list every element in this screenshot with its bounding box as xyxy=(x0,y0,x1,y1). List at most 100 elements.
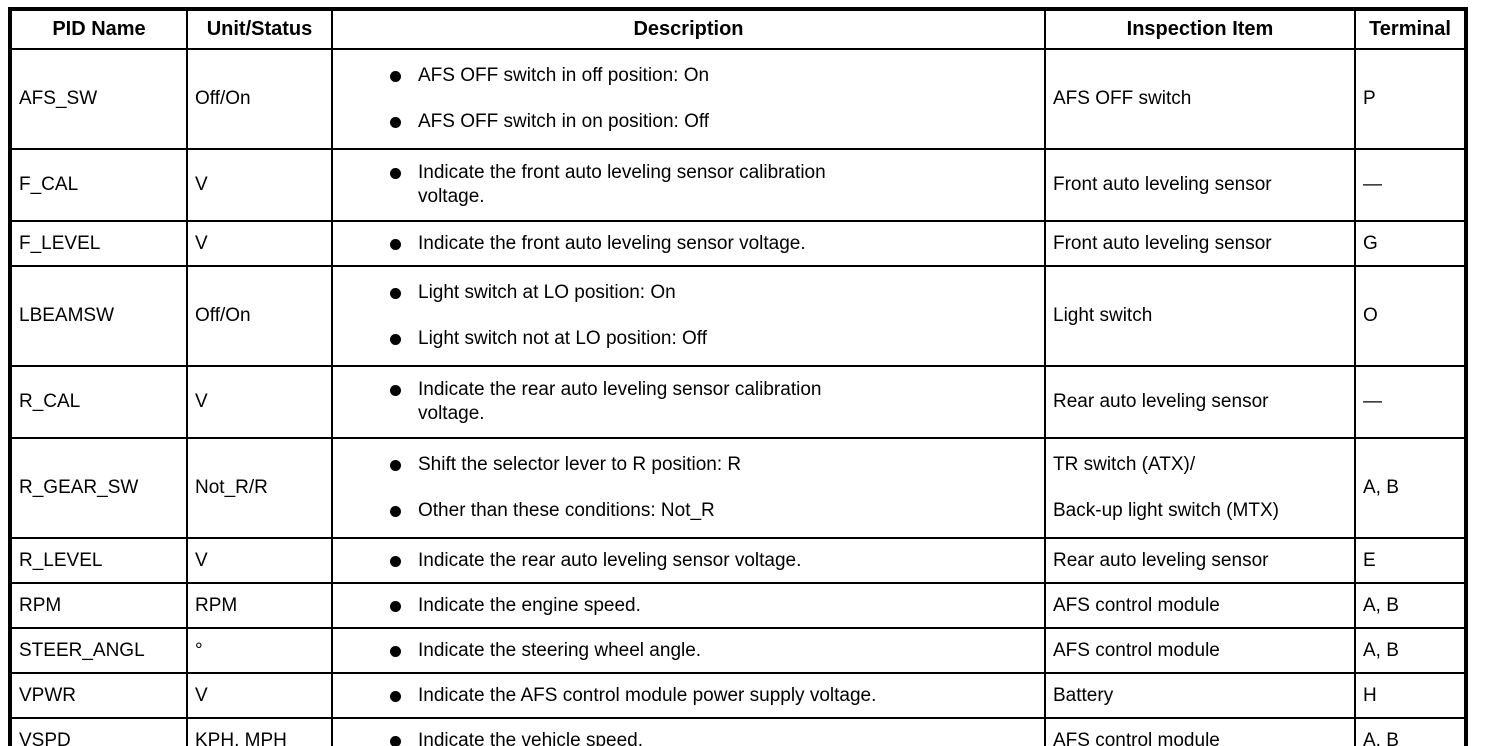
terminal-text: A, B xyxy=(1363,639,1399,661)
description-text: Light switch not at LO position: Off xyxy=(418,328,708,349)
description-cell: AFS OFF switch in off position: On AFS OF… xyxy=(331,48,1046,150)
inspection-item-text: TR switch (ATX)/ xyxy=(1053,454,1196,475)
pid-name-text: F_CAL xyxy=(19,174,79,195)
terminal-cell: H xyxy=(1354,672,1467,719)
terminal-cell: E xyxy=(1354,537,1467,584)
inspection-item-text: Back-up light switch (MTX) xyxy=(1053,500,1279,521)
pid-name-text: R_CAL xyxy=(19,391,81,412)
description-bullet-line: Light switch not at LO position: Off xyxy=(333,327,1040,351)
description-bullet-line: AFS OFF switch in on position: Off xyxy=(333,110,1040,134)
terminal-cell: P xyxy=(1354,48,1467,150)
table-row: F_CAL V Indicate the front auto leveling… xyxy=(9,148,1467,222)
description-text: Indicate the engine speed. xyxy=(418,594,641,616)
description-bullet-line: Other than these conditions: Not_R xyxy=(333,499,1040,523)
unit-status-cell: ° xyxy=(186,627,333,674)
unit-status-cell: Not_R/R xyxy=(186,437,333,539)
inspection-item-cell: Front auto leveling sensor xyxy=(1044,220,1356,267)
description-text: Indicate the rear auto leveling sensor v… xyxy=(418,549,802,571)
pid-name-cell: VSPD xyxy=(9,717,188,746)
terminal-cell: A, B xyxy=(1354,627,1467,674)
pid-name-text: VPWR xyxy=(19,684,76,706)
description-bullet-line: AFS OFF switch in off position: On xyxy=(333,64,1040,88)
pid-name-cell: VPWR xyxy=(9,672,188,719)
bullet-icon xyxy=(390,555,401,567)
col-header-pid-name: PID Name xyxy=(9,8,188,50)
terminal-cell: A, B xyxy=(1354,437,1467,539)
description-bullet-line: Indicate the front auto leveling sensor … xyxy=(333,232,1040,256)
inspection-item-text: AFS control module xyxy=(1053,594,1220,616)
bullet-icon xyxy=(390,385,401,396)
description-text: Light switch at LO position: On xyxy=(418,282,676,303)
pid-name-cell: R_CAL xyxy=(9,365,188,439)
bullet-icon xyxy=(390,645,401,657)
bullet-icon xyxy=(390,690,401,702)
bullet-icon xyxy=(390,334,401,345)
unit-status-text: V xyxy=(195,549,208,571)
inspection-item-text: Front auto leveling sensor xyxy=(1053,232,1272,254)
unit-status-cell: KPH, MPH xyxy=(186,717,333,746)
col-header-terminal: Terminal xyxy=(1354,8,1467,50)
terminal-cell: A, B xyxy=(1354,582,1467,629)
pid-name-text: LBEAMSW xyxy=(19,305,115,326)
inspection-item-text: AFS control module xyxy=(1053,729,1220,746)
unit-status-text: Off/On xyxy=(195,88,251,109)
unit-status-text: Not_R/R xyxy=(195,477,268,498)
terminal-cell: G xyxy=(1354,220,1467,267)
table-row: AFS_SW Off/On AFS OFF switch in off posi… xyxy=(9,48,1467,150)
unit-status-cell: V xyxy=(186,220,333,267)
terminal-text: H xyxy=(1363,684,1377,706)
terminal-cell: O xyxy=(1354,265,1467,367)
description-text: Indicate the front auto leveling sensor … xyxy=(418,232,806,254)
inspection-item-text: Front auto leveling sensor xyxy=(1053,174,1272,195)
description-cell: Indicate the AFS control module power su… xyxy=(331,672,1046,719)
unit-status-cell: V xyxy=(186,148,333,222)
bullet-icon xyxy=(390,506,401,517)
bullet-icon xyxy=(390,117,401,128)
description-cell: Light switch at LO position: On Light swi… xyxy=(331,265,1046,367)
inspection-item-cell: Rear auto leveling sensor xyxy=(1044,365,1356,439)
description-text: Other than these conditions: Not_R xyxy=(418,500,715,521)
unit-status-cell: V xyxy=(186,365,333,439)
inspection-item-cell: AFS control module xyxy=(1044,717,1356,746)
unit-status-cell: V xyxy=(186,537,333,584)
table-row: R_CAL V Indicate the rear auto leveling … xyxy=(9,365,1467,439)
terminal-cell: — xyxy=(1354,365,1467,439)
unit-status-text: RPM xyxy=(195,594,238,616)
description-text: AFS OFF switch in on position: Off xyxy=(418,111,710,132)
description-bullet-line: Light switch at LO position: On xyxy=(333,281,1040,305)
unit-status-cell: RPM xyxy=(186,582,333,629)
manual-page: PID Name Unit/Status Description Inspect… xyxy=(0,7,1504,746)
bullet-icon xyxy=(390,168,401,179)
table-row: F_LEVEL V Indicate the front auto leveli… xyxy=(9,220,1467,267)
description-bullet-line: Indicate the AFS control module power su… xyxy=(333,684,1040,708)
unit-status-text: V xyxy=(195,174,208,195)
unit-status-cell: V xyxy=(186,672,333,719)
pid-name-text: VSPD xyxy=(19,729,71,746)
table-row: VPWR V Indicate the AFS control module p… xyxy=(9,672,1467,719)
description-cell: Indicate the front auto leveling sensor … xyxy=(331,220,1046,267)
pid-name-cell: R_LEVEL xyxy=(9,537,188,584)
description-cell: Indicate the rear auto leveling sensor c… xyxy=(331,365,1046,439)
pid-name-text: R_GEAR_SW xyxy=(19,477,139,498)
table-row: R_GEAR_SW Not_R/R Shift the selector lev… xyxy=(9,437,1467,539)
description-text: Indicate the steering wheel angle. xyxy=(418,639,702,661)
terminal-text: P xyxy=(1363,88,1376,109)
pid-name-text: F_LEVEL xyxy=(19,232,101,254)
bullet-icon xyxy=(390,71,401,82)
pid-name-cell: RPM xyxy=(9,582,188,629)
description-cell: Indicate the engine speed. xyxy=(331,582,1046,629)
pid-name-cell: AFS_SW xyxy=(9,48,188,150)
terminal-text: — xyxy=(1363,174,1382,195)
bullet-icon xyxy=(390,238,401,250)
bullet-icon xyxy=(390,600,401,612)
terminal-text: A, B xyxy=(1363,729,1399,746)
pid-name-text: STEER_ANGL xyxy=(19,639,145,661)
unit-status-cell: Off/On xyxy=(186,265,333,367)
inspection-item-text: Light switch xyxy=(1053,305,1153,326)
description-bullet-line: Shift the selector lever to R position: … xyxy=(333,453,1040,477)
pid-name-cell: LBEAMSW xyxy=(9,265,188,367)
terminal-text: E xyxy=(1363,549,1376,571)
terminal-text: G xyxy=(1363,232,1378,254)
bullet-icon xyxy=(390,288,401,299)
description-cell: Shift the selector lever to R position: … xyxy=(331,437,1046,539)
